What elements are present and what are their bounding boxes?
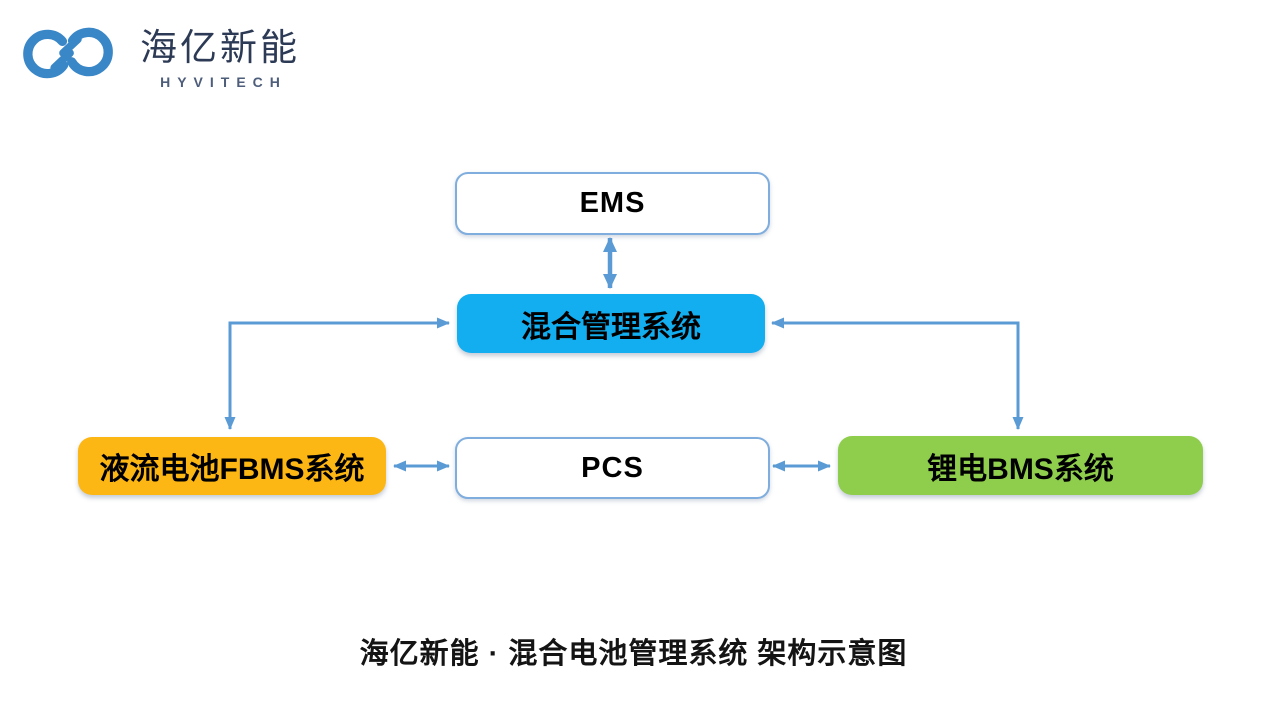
brand-block: 海亿新能 HYVITECH: [18, 12, 300, 94]
node-ems-box: EMS: [455, 172, 770, 235]
caption-title: 海亿新能 · 混合电池管理系统 架构示意图: [359, 638, 908, 670]
brand-name: 海亿新能: [140, 27, 300, 68]
node-lithium-bms-box: 锂电BMS系统: [838, 436, 1203, 495]
brand-logo-icon: [23, 27, 113, 79]
node-flow-battery-fbms-box: 液流电池FBMS系统: [78, 437, 386, 495]
edge-hybrid-fbms-arrow: [224, 317, 450, 430]
logo-right-ring: [66, 27, 113, 77]
node-ems-label: EMS: [579, 187, 646, 219]
edge-hybrid-bms-arrow: [771, 317, 1024, 430]
brand-tagline: HYVITECH: [160, 74, 287, 90]
node-hybrid-management-box: 混合管理系统: [457, 294, 765, 353]
logo-flash-stroke: [50, 35, 82, 72]
node-pcs-label: PCS: [581, 451, 644, 484]
logo-left-ring: [23, 29, 69, 79]
node-pcs-box: PCS: [455, 437, 770, 499]
node-flow-battery-fbms-label: 液流电池FBMS系统: [99, 453, 365, 486]
node-hybrid-management-label: 混合管理系统: [521, 310, 701, 344]
node-lithium-bms-label: 锂电BMS系统: [927, 452, 1114, 486]
